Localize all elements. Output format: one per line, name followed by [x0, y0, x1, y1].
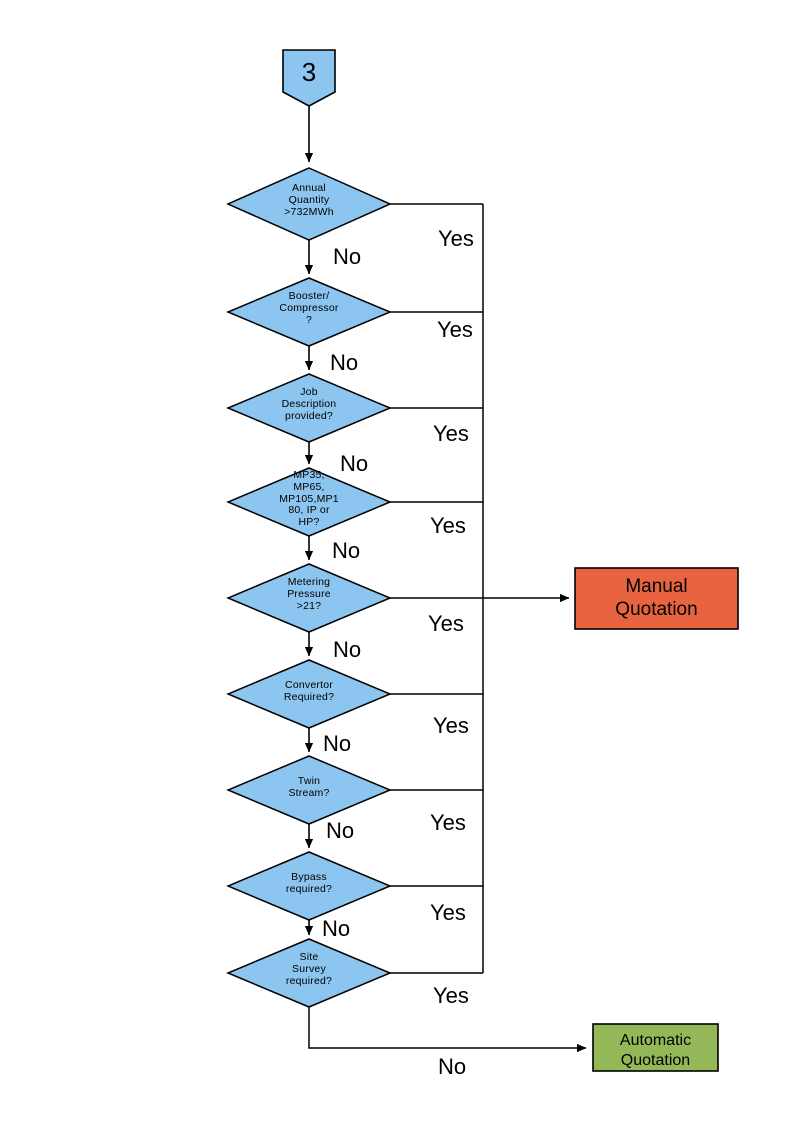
edge-label-no-booster: No: [330, 350, 359, 375]
decision-site-survey[interactable]: [226, 938, 392, 1008]
edge-label-no-convertor: No: [323, 731, 352, 756]
edge-label-no-metering-pressure: No: [333, 637, 362, 662]
edge-label-yes-booster: Yes: [437, 317, 473, 342]
edge-label-no-twin-stream: No: [326, 818, 355, 843]
decision-metering-pressure[interactable]: [226, 563, 392, 633]
edge-no-to-automatic-quotation: [308, 1007, 587, 1053]
edge-label-no-annual-quantity: No: [333, 244, 362, 269]
decision-booster[interactable]: [226, 277, 392, 347]
edge-label-no-pressure-tier: No: [332, 538, 361, 563]
edge-label-yes-site-survey: Yes: [433, 983, 469, 1008]
decision-bypass[interactable]: [226, 851, 392, 921]
edge-label-no-bypass: No: [322, 916, 351, 941]
decision-job-description[interactable]: [226, 373, 392, 443]
edge-label-no-job-description: No: [340, 451, 369, 476]
edge-label-yes-convertor: Yes: [433, 713, 469, 738]
edge-label-yes-metering-pressure: Yes: [428, 611, 464, 636]
decision-convertor[interactable]: [226, 659, 392, 729]
decision-pressure-tier[interactable]: [226, 467, 392, 537]
automatic-quotation-box[interactable]: [592, 1023, 719, 1072]
edge-label-yes-pressure-tier: Yes: [430, 513, 466, 538]
edge-label-yes-bypass: Yes: [430, 900, 466, 925]
decision-annual-quantity[interactable]: [226, 167, 392, 241]
edge-label-no-site-survey: No: [438, 1054, 467, 1079]
decision-twin-stream[interactable]: [226, 755, 392, 825]
manual-quotation-box[interactable]: [574, 567, 739, 630]
edge-label-yes-job-description: Yes: [433, 421, 469, 446]
edge-label-yes-annual-quantity: Yes: [438, 226, 474, 251]
edge-label-yes-twin-stream: Yes: [430, 810, 466, 835]
start-connector-3[interactable]: [282, 49, 336, 107]
